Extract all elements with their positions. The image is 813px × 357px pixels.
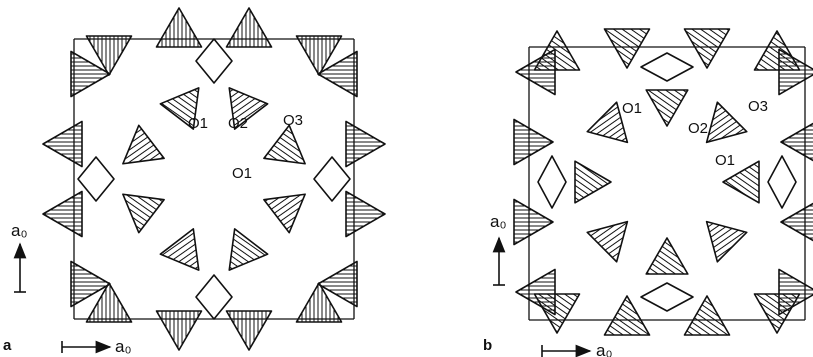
panel-a-vertical-axis-label: a₀ — [11, 221, 28, 240]
panel-b-vertical-axis-arrow — [492, 236, 506, 286]
panel-b-label-o1-right: O1 — [715, 152, 735, 169]
outer-tetrahedron — [780, 202, 813, 242]
panel-a-label-o1-right: O1 — [232, 165, 252, 182]
outer-tetrahedron — [778, 268, 813, 316]
four-ring-window — [77, 156, 115, 202]
four-ring-window — [640, 52, 694, 82]
panel-b-horizontal-axis-label: a₀ — [596, 341, 613, 357]
inner-ring-tetrahedron — [645, 89, 689, 127]
inner-ring-tetrahedron — [705, 101, 748, 144]
outer-tetrahedron — [515, 268, 556, 316]
inner-ring-tetrahedron — [159, 87, 200, 130]
inner-ring-tetrahedron — [122, 193, 165, 234]
four-ring-window — [313, 156, 351, 202]
outer-tetrahedron — [603, 28, 651, 69]
panel-a-letter: a — [3, 337, 12, 354]
outer-tetrahedron — [42, 190, 83, 238]
outer-tetrahedron — [155, 7, 203, 48]
panel-b-label-o2: O2 — [688, 120, 708, 137]
outer-tetrahedron — [345, 120, 386, 168]
four-ring-window — [767, 155, 797, 209]
inner-ring-tetrahedron — [159, 228, 200, 271]
panel-b-horizontal-axis-arrow — [541, 344, 592, 357]
outer-tetrahedron — [85, 282, 133, 323]
panel-a-label-o2: O2 — [228, 115, 248, 132]
panel-a-label-o3: O3 — [283, 112, 303, 129]
panel-b-label-o3: O3 — [748, 98, 768, 115]
inner-ring-tetrahedron — [705, 220, 748, 263]
outer-tetrahedron — [70, 260, 111, 308]
inner-ring-tetrahedron — [645, 237, 689, 275]
four-ring-window — [640, 282, 694, 312]
inner-ring-tetrahedron — [574, 160, 612, 204]
panel-b-vertical-axis-label: a₀ — [490, 212, 507, 231]
panel-b-structure — [513, 28, 813, 336]
panel-a-horizontal-axis-label: a₀ — [115, 337, 132, 356]
inner-ring-tetrahedron — [586, 101, 629, 144]
outer-tetrahedron — [683, 295, 731, 336]
panel-b-label-o1-top: O1 — [622, 100, 642, 117]
outer-tetrahedron — [778, 48, 813, 96]
panel-b-letter: b — [483, 337, 492, 354]
inner-ring-tetrahedron — [586, 220, 629, 263]
four-ring-window — [195, 274, 233, 320]
outer-tetrahedron — [85, 35, 133, 76]
inner-ring-tetrahedron — [228, 228, 269, 271]
inner-ring-tetrahedron — [263, 193, 306, 234]
inner-ring-tetrahedron — [722, 160, 760, 204]
outer-tetrahedron — [70, 50, 111, 98]
panel-a-structure — [42, 7, 386, 351]
outer-tetrahedron — [225, 310, 273, 351]
outer-tetrahedron — [515, 48, 556, 96]
panel-a-horizontal-axis-arrow — [61, 340, 112, 354]
outer-tetrahedron — [513, 198, 554, 246]
inner-ring-tetrahedron — [228, 87, 269, 130]
outer-tetrahedron — [317, 50, 358, 98]
inner-ring-tetrahedron — [122, 124, 165, 165]
outer-tetrahedron — [345, 190, 386, 238]
outer-tetrahedron — [317, 260, 358, 308]
outer-tetrahedron — [155, 310, 203, 351]
outer-tetrahedron — [513, 118, 554, 166]
four-ring-window — [537, 155, 567, 209]
outer-tetrahedron — [295, 35, 343, 76]
panel-a-vertical-axis-arrow — [13, 242, 27, 293]
outer-tetrahedron — [603, 295, 651, 336]
four-ring-window — [195, 38, 233, 84]
outer-tetrahedron — [42, 120, 83, 168]
outer-tetrahedron — [295, 282, 343, 323]
inner-ring-tetrahedron — [263, 124, 306, 165]
panel-a-label-o1-top: O1 — [188, 115, 208, 132]
outer-tetrahedron — [683, 28, 731, 69]
outer-tetrahedron — [780, 122, 813, 162]
outer-tetrahedron — [225, 7, 273, 48]
